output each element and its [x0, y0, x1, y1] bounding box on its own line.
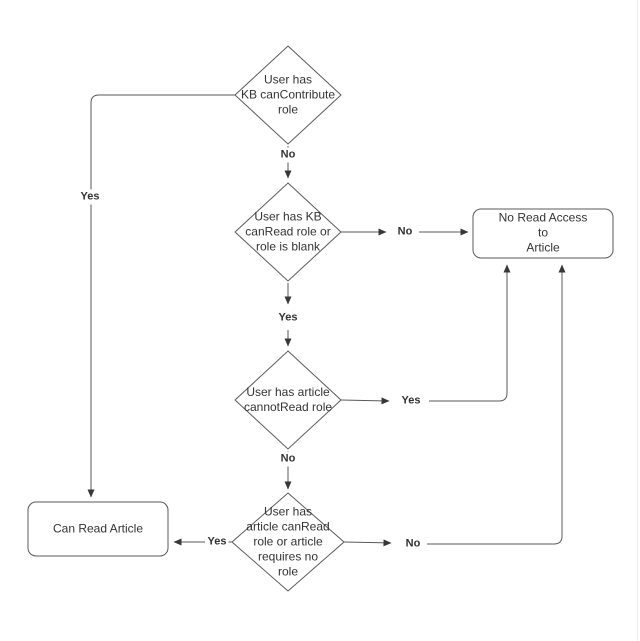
edge-label-kb-cancontribute-no: No [278, 147, 298, 163]
edge-label-article-cannotread-yes: Yes [399, 393, 423, 409]
edge-label-article-canread-no: No [403, 536, 423, 552]
decision-kb-canread-shape [234, 182, 342, 282]
edge-article-cannotread-yes-segment1 [340, 397, 390, 405]
edge-article-cannotread-yes-segment2 [429, 264, 511, 402]
edge-label-kb-canread-yes: Yes [276, 310, 300, 326]
edge-article-canread-no-segment2 [427, 264, 566, 545]
edge-label-kb-canread-no: No [395, 224, 415, 240]
terminal-no-read-access-shape [472, 208, 614, 259]
decision-article-canread-shape [231, 492, 345, 592]
edge-label-kb-cancontribute-yes: Yes [78, 189, 102, 205]
terminal-can-read-shape [27, 501, 169, 557]
decision-article-cannotread-shape [234, 350, 342, 450]
decision-kb-cancontribute-shape [234, 45, 342, 145]
edge-kb-cancontribute-yes [87, 94, 235, 498]
edge-label-article-cannotread-no: No [278, 451, 298, 467]
right-edge-artifact [637, 0, 638, 641]
edge-article-canread-no-segment1 [343, 539, 392, 547]
edge-label-article-canread-yes: Yes [205, 534, 229, 550]
